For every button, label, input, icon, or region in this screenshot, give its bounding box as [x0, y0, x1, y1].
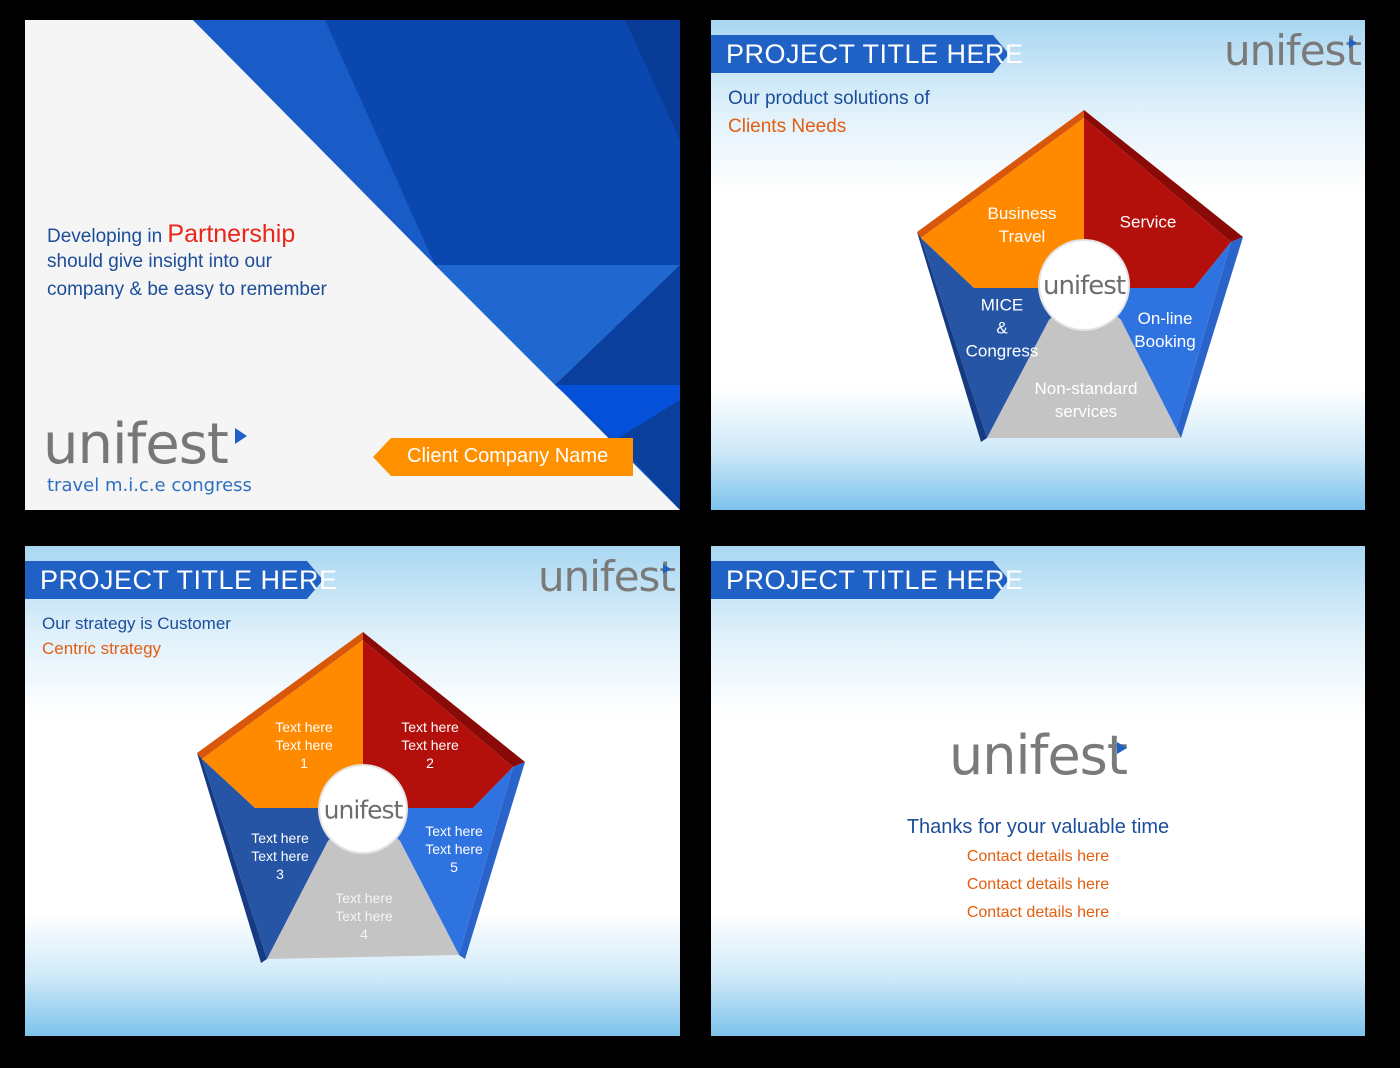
label-1-line1: Text here	[275, 719, 333, 735]
slide-product-solutions[interactable]: PROJECT TITLE HERE unifest Our product s…	[711, 20, 1365, 510]
label-business-line2: Travel	[998, 227, 1046, 246]
segment-2-edge	[363, 632, 525, 767]
subtitle-line2: Centric strategy	[42, 639, 162, 658]
subtitle-line1: Our strategy is Customer	[42, 614, 231, 633]
client-name-banner: Client Company Name	[373, 438, 633, 476]
center-logo-circle	[318, 764, 408, 854]
label-nonstd-line2: services	[1054, 402, 1118, 421]
center-logo-circle	[1038, 239, 1130, 331]
label-3-line2: Text here	[251, 848, 309, 864]
header-logo: unifest	[1224, 26, 1362, 75]
contact-line-1: Contact details here	[966, 848, 1110, 865]
label-1-num: 1	[300, 755, 308, 771]
slide-title: PROJECT TITLE HERE	[726, 565, 1024, 595]
header-logo: unifest	[538, 552, 676, 601]
slide-strategy[interactable]: PROJECT TITLE HERE unifest Our strategy …	[25, 546, 680, 1036]
slide-thank-you[interactable]: PROJECT TITLE HERE unifest Thanks for yo…	[711, 546, 1365, 1036]
center-logo: unifest	[323, 795, 404, 825]
header-logo-text: unifest	[1224, 26, 1362, 75]
label-3-line1: Text here	[251, 830, 309, 846]
segment-mice-edge	[917, 232, 987, 442]
segment-2	[363, 640, 513, 808]
slide-title: PROJECT TITLE HERE	[40, 565, 338, 595]
label-2-line2: Text here	[401, 737, 459, 753]
label-5-num: 5	[450, 859, 458, 875]
subtitle-line1: Our product solutions of	[728, 88, 930, 109]
label-mice-line2: &	[996, 318, 1008, 338]
label-3-num: 3	[276, 866, 284, 882]
pentagon-diagram	[197, 632, 525, 963]
label-online-line2: Booking	[1134, 332, 1196, 351]
logo-arrow-icon	[1117, 742, 1127, 754]
segment-4	[267, 808, 459, 959]
cover-tagline-line1: Developing in Partnership	[47, 220, 295, 249]
cover-geometric-shapes	[193, 20, 680, 510]
label-service-text: Service	[1119, 212, 1177, 232]
segment-service	[1084, 118, 1231, 288]
label-2-line1: Text here	[401, 719, 459, 735]
label-service: Service	[1120, 211, 1177, 234]
tagline-prefix: Developing in	[47, 226, 168, 247]
label-mice: MICE & Congress	[966, 294, 1039, 363]
label-1-line2: Text here	[275, 737, 333, 753]
client-name-text: Client Company Name	[407, 445, 609, 467]
label-mice-line3: Congress	[965, 341, 1039, 361]
logo-arrow-icon	[663, 564, 671, 574]
label-business-line1: Business	[987, 204, 1057, 223]
segment-3-edge	[197, 753, 267, 963]
segment-business-edge	[917, 110, 1084, 238]
cover-logo-text: unifest	[43, 412, 229, 477]
logo-arrow-icon	[235, 428, 247, 444]
logo-arrow-icon	[1349, 38, 1357, 48]
center-big-logo-text: unifest	[949, 724, 1128, 787]
label-4-num: 4	[360, 926, 368, 942]
center-big-logo: unifest	[949, 724, 1128, 787]
label-mice-line1: MICE	[980, 295, 1024, 315]
segment-5-edge	[459, 762, 525, 959]
cover-tagline-line2: should give insight into our	[47, 251, 272, 272]
segment-1	[202, 640, 363, 808]
slide-title: PROJECT TITLE HERE	[726, 39, 1024, 69]
sky-background	[711, 546, 1365, 1036]
tagline-highlight: Partnership	[167, 220, 296, 248]
label-2-num: 2	[426, 755, 434, 771]
cover-logo: unifest	[43, 412, 229, 477]
label-non-standard: Non-standard services	[1034, 377, 1137, 423]
label-online-line1: On-line	[1137, 309, 1193, 328]
label-4-line2: Text here	[335, 908, 393, 924]
pentagon-diagram	[917, 110, 1243, 442]
slide-cover[interactable]: Developing in Partnership should give in…	[25, 20, 680, 510]
segment-service-edge	[1084, 110, 1243, 242]
subtitle-line2: Clients Needs	[728, 116, 847, 137]
segment-1-edge	[197, 632, 363, 759]
cover-logo-tagline: travel m.i.c.e congress	[47, 475, 252, 496]
label-5-line2: Text here	[425, 841, 483, 857]
label-4-line1: Text here	[335, 890, 393, 906]
label-5-line1: Text here	[425, 823, 483, 839]
label-nonstd-line1: Non-standard	[1034, 379, 1138, 398]
segment-business-travel	[921, 118, 1084, 288]
contact-line-2: Contact details here	[966, 876, 1110, 893]
contact-line-3: Contact details here	[966, 904, 1110, 921]
segment-online-edge	[1175, 237, 1243, 438]
header-logo-text: unifest	[538, 552, 676, 601]
segment-non-standard	[987, 288, 1181, 438]
center-logo: unifest	[1042, 271, 1126, 301]
thanks-text: Thanks for your valuable time	[906, 816, 1170, 838]
cover-tagline-line3: company & be easy to remember	[47, 279, 327, 300]
